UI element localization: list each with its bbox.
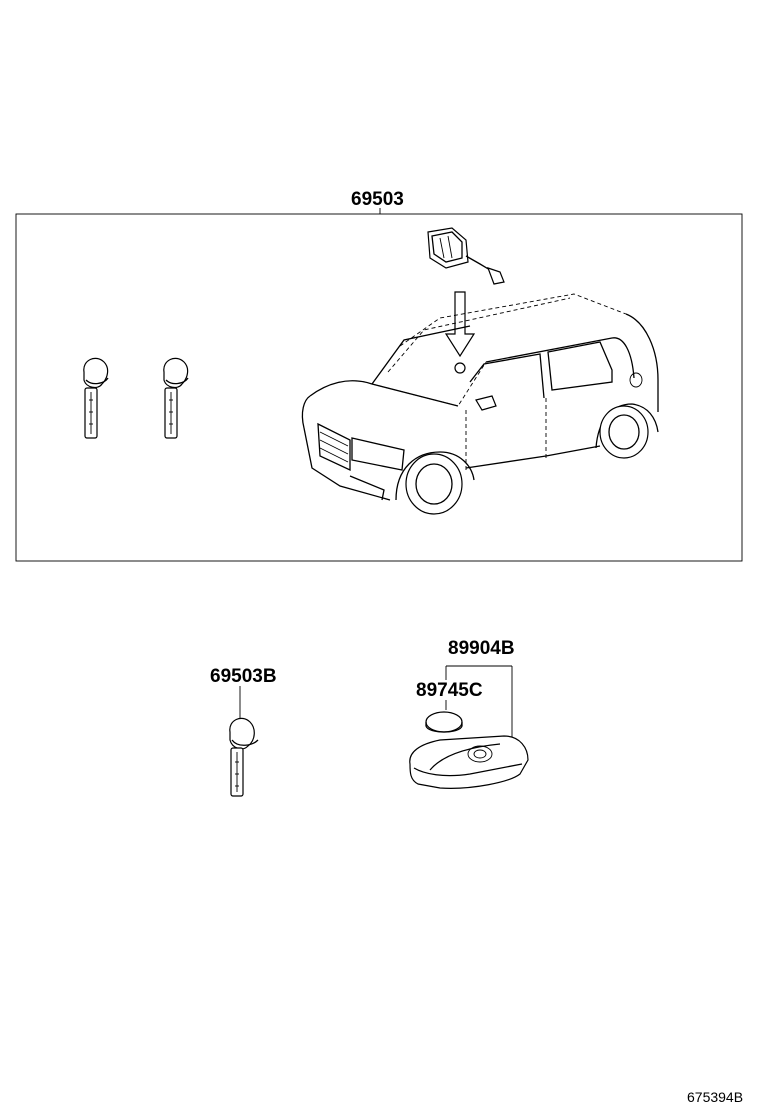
battery-icon [425,711,463,733]
part-label-69503B: 69503B [210,666,277,687]
diagram-ref: 675394B [687,1089,743,1105]
part-label-89904B: 89904B [448,638,515,659]
location-arrow-icon [444,291,476,374]
key-icon [83,357,109,439]
remote-fob-icon [409,735,529,789]
part-label-89745C: 89745C [416,680,483,701]
vehicle-icon [301,293,659,515]
part-label-69503: 69503 [351,189,404,210]
key-icon [163,357,189,439]
key-blade-icon [229,717,259,797]
assembly-frame [15,213,743,562]
receiver-module-icon [427,227,505,285]
